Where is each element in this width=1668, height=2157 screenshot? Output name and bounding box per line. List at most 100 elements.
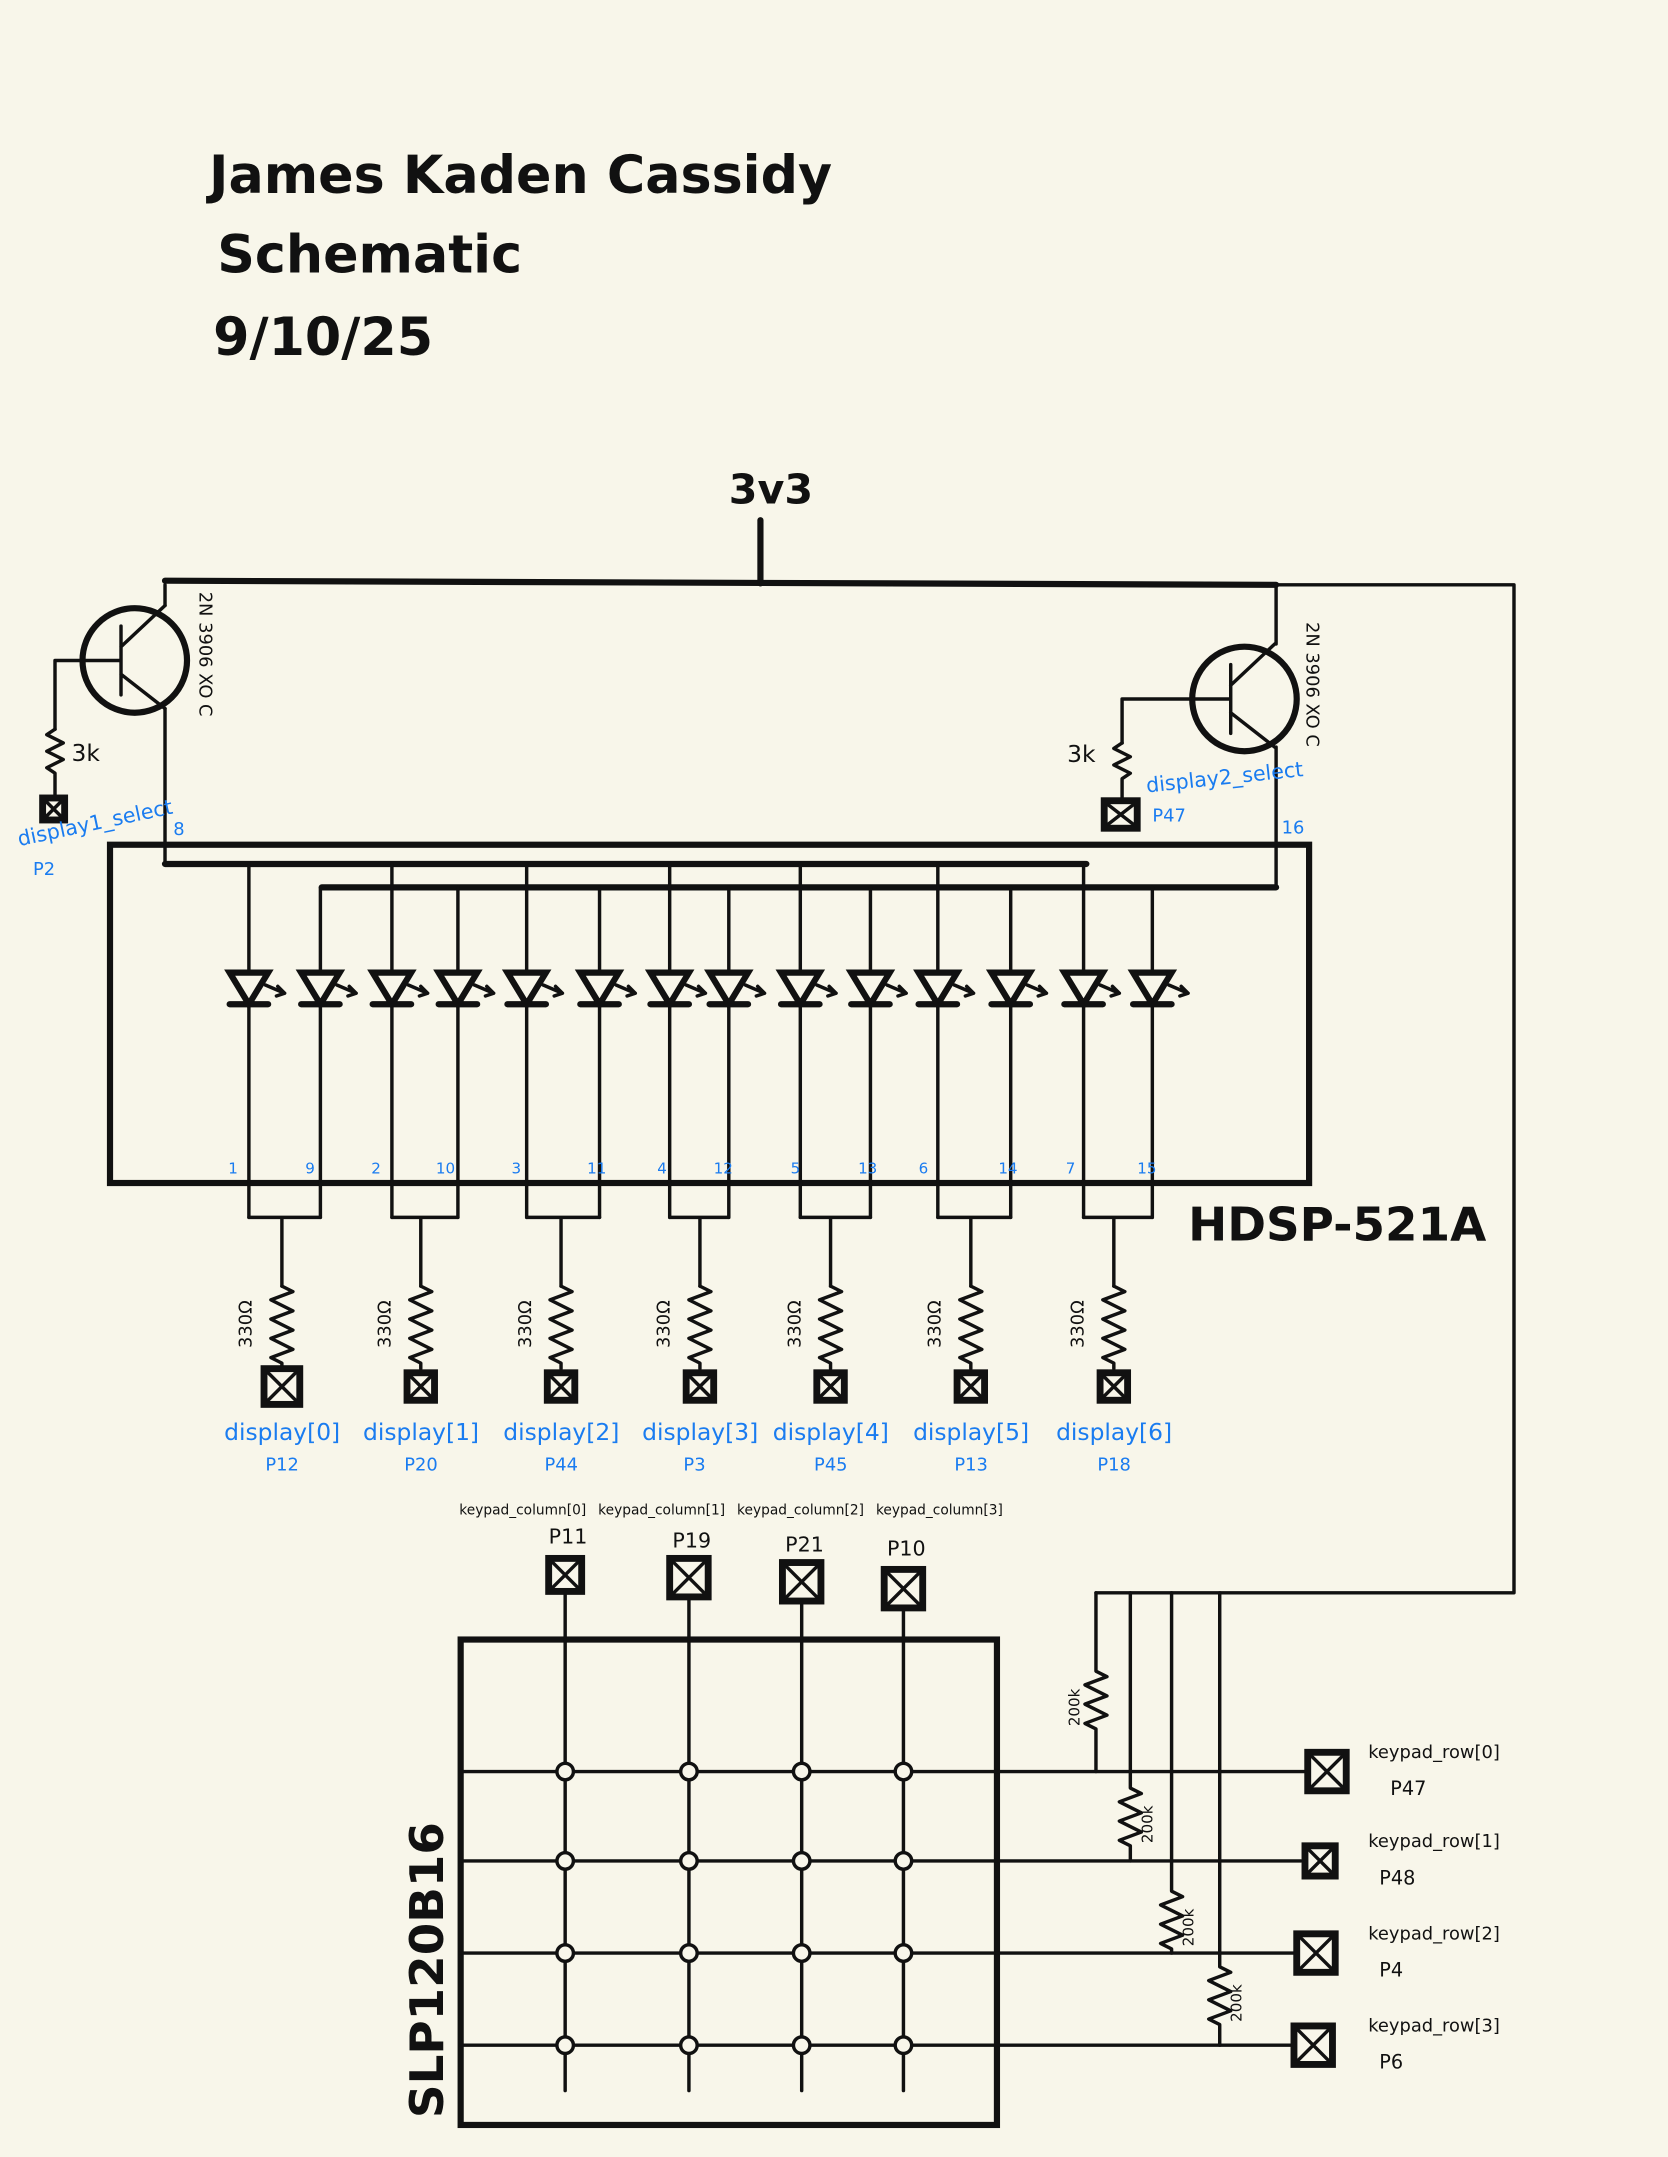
keypad-row-pin: P4 [1379,1958,1403,1981]
display-pin-label: 7 [1066,1159,1076,1177]
keypad-column-3: keypad_column[3] P10 [876,1502,1003,2093]
led-emission-arrow-icon [263,983,287,998]
transistor-2-resistor: 3k [1067,740,1096,768]
segment-resistor-symbol [958,1284,984,1371]
segment-signal-label: display[6] [1056,1418,1172,1446]
led-emission-arrow-icon [1098,983,1122,998]
led-diode-icon [295,969,346,1011]
led-segment: 6 [913,862,976,1220]
keypad-column-0: keypad_column[0]P11 [459,1502,588,2093]
display-pin-label: 12 [714,1159,733,1177]
display-pin-label: 11 [587,1159,606,1177]
segment-signal-label: display[3] [642,1418,758,1446]
power-rail [161,517,1516,1595]
transistor-1-symbol [39,583,191,866]
led-segment: 5 [775,862,838,1220]
keypad-part: SLP120B16 [401,1822,455,2118]
supply-label: 3v3 [729,466,813,514]
led-diode-icon [704,969,754,1011]
keypad-row-signal: keypad_row[1] [1368,1831,1500,1852]
keypad-row-pad-cross [1299,1936,1333,1970]
segment-pin-label: P12 [265,1454,299,1475]
led-diode-icon [501,969,552,1011]
display-package [106,841,1313,1187]
keypad-switch-node [555,1850,576,1871]
led-diode-icon [224,969,274,1011]
segment-pin-label: P44 [545,1454,579,1475]
led-segment: 10 [433,885,496,1220]
segment-resistor-symbol [269,1284,295,1371]
segment-pin-label: P13 [954,1454,988,1475]
keypad-row-pin: P48 [1379,1866,1415,1889]
display-pin-label: 1 [228,1159,238,1177]
pullup-resistor-value: 200k [1065,1688,1083,1726]
transistor-2-symbol [1100,583,1300,890]
led-segment: 1 [224,862,287,1220]
led-emission-arrow-icon [614,983,638,998]
led-diode-icon [845,969,896,1011]
pullup-resistor-value: 200k [1138,1805,1156,1843]
keypad-column-signal: keypad_column[1] [598,1502,725,1518]
keypad-switch-node [893,1943,914,1964]
keypad-switch-node [791,1761,812,1782]
segment-pad [260,1365,304,1408]
keypad-column-pin: P10 [887,1537,926,1561]
led-emission-arrow-icon [684,983,708,998]
led-segment: 2 [367,862,430,1220]
segment-pad [1096,1369,1132,1404]
led-emission-arrow-icon [952,983,976,998]
segment-pad-cross [1102,1375,1126,1398]
segment-pad-cross [819,1375,842,1398]
segment-signal-label: display[0] [224,1418,340,1446]
keypad-column-pin: P19 [672,1528,711,1552]
led-emission-arrow-icon [743,983,767,998]
display-pin-label: 4 [657,1159,667,1177]
segment-pad [543,1369,579,1404]
keypad-row-pad-cross [1296,2028,1331,2063]
keypad-switch-node [555,1943,576,1964]
keypad-column-signal: keypad_column[3] [876,1502,1003,1518]
keypad-column-2: keypad_column[2]P21 [737,1502,864,2093]
segment-signal-label: display[4] [773,1418,889,1446]
display-pin-8: 8 [173,819,184,840]
display-pin-label: 3 [512,1159,522,1177]
segment-resistor-symbol [1101,1284,1127,1371]
transistor-1-resistor: 3k [72,739,101,767]
common-anode-buses [161,860,1280,891]
segment-resistor-value: 330Ω [515,1300,536,1348]
keypad-column-pin: P11 [549,1524,588,1548]
led-diode-icon [367,969,417,1011]
keypad-row-pad-cross [1307,1848,1333,1874]
keypad-row-3: keypad_row[3] P6 200k [458,1591,1500,2074]
led-diode-icon [644,969,695,1011]
segment-pin-label: P45 [814,1454,848,1475]
segment-resistor-symbol [548,1284,574,1371]
keypad-column-pad-cross [784,1564,819,1599]
display-pin-label: 2 [371,1159,381,1177]
led-segment: 11 [574,885,638,1220]
display-pin-label: 15 [1137,1159,1156,1177]
keypad-row-pad [1301,1842,1339,1880]
led-segment: 3 [501,862,565,1220]
led-diode-icon [985,969,1036,1011]
segment-pad [403,1369,438,1404]
keypad-row-pin: P6 [1379,2051,1403,2074]
keypad-row-pad [1304,1748,1350,1795]
keypad-row-signal: keypad_row[2] [1368,1923,1500,1944]
display1-select-pin: P2 [33,859,55,880]
keypad-row-signal: keypad_row[3] [1368,2015,1500,2036]
led-diode-icon [574,969,625,1011]
display-pin-label: 10 [436,1159,455,1177]
segment-pad [682,1369,718,1404]
display2-select-pin: P47 [1152,805,1186,826]
display2-select-label: display2_select [1145,757,1305,798]
keypad-switch-node [678,1943,699,1964]
keypad-row-pad-cross [1310,1754,1344,1789]
